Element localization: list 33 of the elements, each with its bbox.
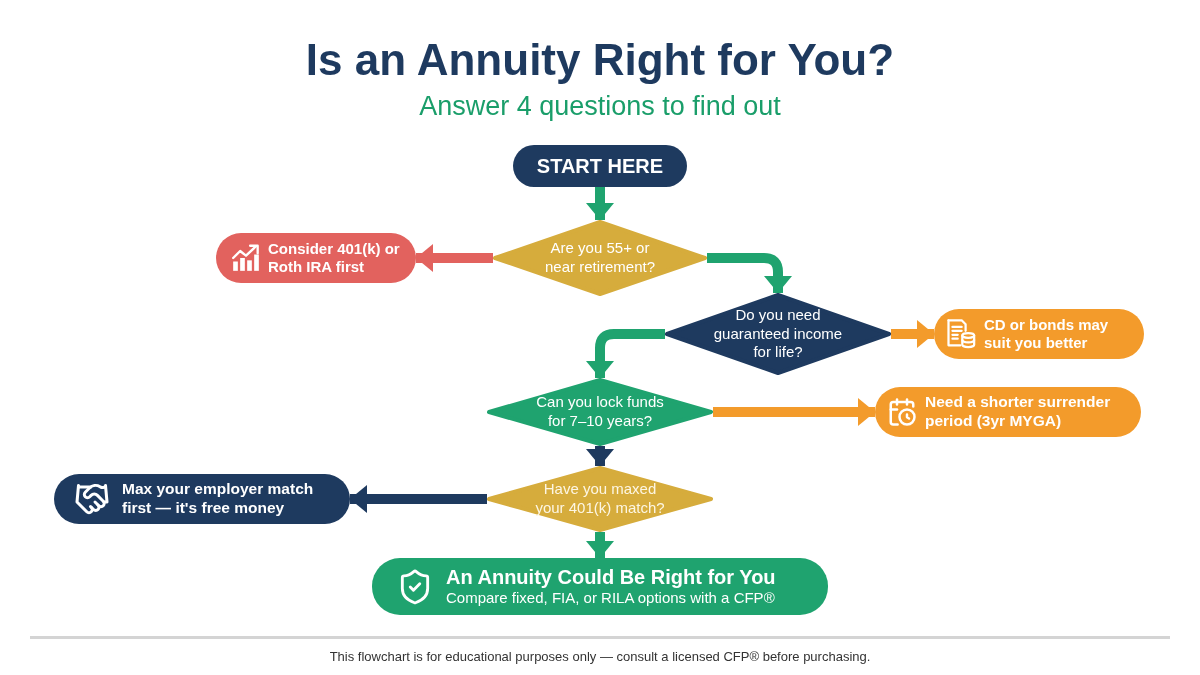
- decision-diamond: [487, 466, 713, 532]
- result-pill: [372, 558, 828, 615]
- terminal-text: START HERE: [536, 154, 664, 179]
- arrow: [713, 398, 875, 426]
- outcome-pill: [54, 474, 350, 524]
- start-terminal: [513, 145, 687, 187]
- outcome-pill: [875, 387, 1141, 437]
- outcome-text: Need a shorter surrender period (3yr MYGA): [925, 393, 1112, 431]
- arrow: [350, 485, 487, 513]
- arrow: [586, 532, 614, 558]
- outcome-text: An Annuity Could Be Right for You: [446, 566, 776, 589]
- arrow: [586, 446, 614, 466]
- footnote: This flowchart is for educational purposes only — consult a licensed CFP® before purchasing.: [328, 648, 872, 666]
- decision-diamond: [493, 220, 707, 296]
- outcome-text: CD or bonds may suit you better: [984, 316, 1110, 352]
- question-text: Have you maxed your 401(k) match?: [534, 480, 666, 518]
- decision-diamond: [487, 378, 713, 446]
- arrow: [416, 244, 493, 272]
- outcome-text: Consider 401(k) or Roth IRA first: [268, 240, 401, 276]
- question-text: Do you need guaranteed income for life?: [712, 305, 844, 363]
- subtitle: Answer 4 questions to find out: [418, 90, 782, 123]
- arrow: [586, 329, 665, 378]
- arrow: [707, 253, 792, 293]
- outcome-text: Max your employer match first — it's free money: [122, 480, 315, 518]
- question-text: Can you lock funds for 7–10 years?: [535, 393, 665, 431]
- node-subtext: Compare fixed, FIA, or RILA options with a CFP®: [446, 589, 776, 607]
- question-text: Are you 55+ or near retirement?: [543, 239, 657, 277]
- title: Is an Annuity Right for You?: [304, 36, 896, 85]
- outcome-pill: [934, 309, 1144, 359]
- decision-diamond: [665, 293, 891, 375]
- arrow: [586, 187, 614, 220]
- outcome-pill: [216, 233, 416, 283]
- arrow: [891, 320, 934, 348]
